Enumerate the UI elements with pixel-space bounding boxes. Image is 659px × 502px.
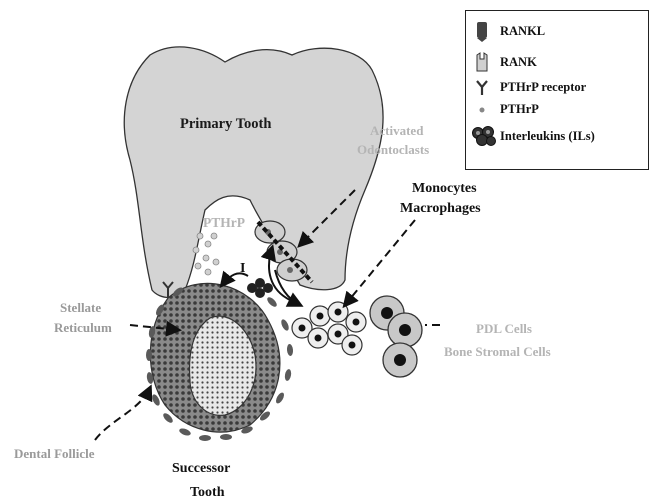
activated-odontoclasts-label-2: Odontoclasts — [357, 142, 429, 157]
legend-label-pthrp-receptor: PTHrP receptor — [500, 80, 586, 95]
successor-label-1: Successor — [172, 461, 230, 476]
successor-label-2: Tooth — [190, 485, 225, 500]
bone-stromal-cells-label: Bone Stromal Cells — [444, 344, 551, 359]
macrophages-label: Macrophages — [400, 201, 481, 216]
monocytes-label: Monocytes — [412, 181, 477, 196]
pthrp-label: PTHrP — [203, 215, 245, 230]
pdl-cells-label: PDL Cells — [476, 321, 532, 336]
rankl-icon — [474, 21, 490, 43]
primary-tooth-label: Primary Tooth — [180, 116, 271, 132]
legend-label-rank: RANK — [500, 55, 537, 70]
primary-tooth-shape — [124, 47, 383, 298]
pthrp-receptor-icon — [474, 79, 490, 97]
stellate-label-2: Reticulum — [54, 320, 112, 335]
dental-follicle-label: Dental Follicle — [14, 446, 95, 461]
legend-label-rankl: RANKL — [500, 24, 545, 39]
stellate-label-1: Stellate — [60, 300, 101, 315]
activated-odontoclasts-label-1: Activated — [370, 123, 424, 138]
pthrp-icon — [474, 103, 490, 117]
rank-icon — [474, 51, 490, 73]
successor-tooth — [150, 283, 280, 432]
monocytes-macrophages-cluster — [292, 302, 366, 355]
legend: RANKL RANK PTHrP receptor PTHrP Interleu… — [465, 10, 649, 170]
legend-label-interleukins: Interleukins (ILs) — [500, 129, 595, 144]
legend-label-pthrp: PTHrP — [500, 102, 539, 117]
pdl-bone-stromal-cells — [370, 296, 422, 377]
inhibition-label: I — [240, 261, 245, 276]
interleukins-icon — [470, 124, 498, 148]
interleukins-cluster — [247, 278, 273, 298]
